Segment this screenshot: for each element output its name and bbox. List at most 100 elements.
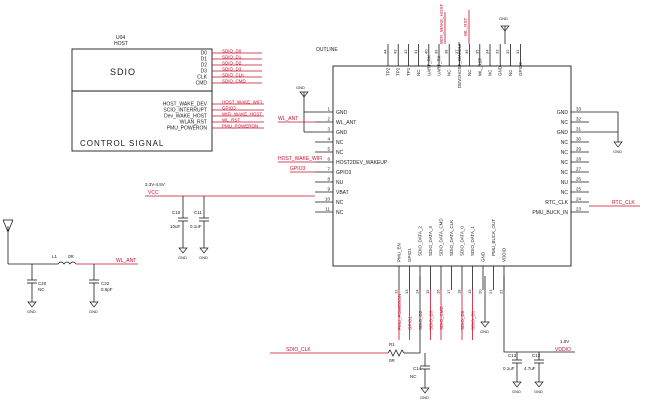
module-left-pin-name: VBAT — [336, 190, 349, 196]
module-bottom-pin-num: 20 — [478, 289, 483, 294]
vcc-range-label: 3.3V-4.5V — [145, 182, 165, 187]
wl-ant-net-label: WL_ANT — [278, 116, 298, 122]
svg-text:C13: C13 — [508, 353, 517, 358]
host-wake-net-label: HOST_WAKE_WIFI — [278, 156, 323, 162]
host-ctrl-net: HOST_WAKE_WIFI — [222, 100, 262, 105]
module-top-pin-name: UART_RX — [426, 55, 431, 76]
module-bottom-pin-num: 19 — [467, 289, 472, 294]
antenna-symbol — [2, 219, 14, 264]
capacitor-c22: C22 0.5pF — [89, 264, 113, 302]
gnd-symbol-pin20: GND — [480, 321, 490, 334]
module-right-pin-name: GND — [557, 110, 569, 116]
module-left-pin-num: 6 — [327, 157, 330, 162]
svg-text:0.1uF: 0.1uF — [503, 366, 515, 371]
gnd-symbol-c10: GND — [178, 247, 188, 260]
bottom-net-label: SDIO_D1 — [471, 310, 476, 330]
bottom-net-label: SDIO_CMD — [439, 305, 444, 330]
bottom-net-label: SDIO_D0 — [460, 310, 465, 330]
gnd-symbol-c14: GND — [420, 387, 430, 400]
module-left-pin-name: NU — [336, 180, 344, 186]
svg-text:GND: GND — [499, 16, 508, 21]
module-left-pin-num: 9 — [327, 187, 330, 192]
control-box — [71, 90, 213, 152]
module-left-pin-num: 10 — [325, 197, 331, 202]
module-right-pin-num: 28 — [576, 157, 582, 162]
inductor-l1: L1 0R — [52, 254, 77, 265]
host-ctrl-net: WL_RST — [222, 118, 241, 123]
host-ctrl-net: WIFI_WAKE_HOST — [222, 112, 262, 117]
control-title: CONTROL SIGNAL — [80, 139, 164, 148]
bottom-net-label: GPIO1 — [408, 316, 413, 330]
module-top-pin-num: 41 — [413, 49, 418, 54]
host-sdio-net: SDIO_CLK — [222, 73, 244, 78]
svg-text:0R: 0R — [389, 358, 396, 363]
gnd-right-wire — [589, 111, 619, 142]
svg-text:C20: C20 — [38, 281, 47, 286]
module-left-pin-name: GND — [336, 130, 348, 136]
module-left-pin-num: 7 — [327, 167, 330, 172]
bottom-net-label: SDIO_D2 — [418, 310, 423, 330]
resistor-r1: R1 0R — [387, 342, 420, 363]
wifi-module: OUTLINE 1GND2WL_ANT3GND4NC5NC6HOST2DEV_W… — [315, 42, 589, 294]
module-top-pin-name: NC — [467, 69, 472, 76]
svg-text:0.1uF: 0.1uF — [190, 224, 202, 229]
gpio3-net-label: GPIO3 — [290, 166, 306, 172]
host-ctrl-pin: HOST_WAKE_DEV — [163, 102, 208, 108]
module-right-pin-name: NC — [561, 190, 569, 196]
module-right-pin-num: 30 — [576, 137, 582, 142]
gnd-symbol-top-right: GND — [499, 16, 510, 32]
gnd-symbol-right: GND — [613, 141, 623, 154]
host-sdio-net: SDIO_D3 — [222, 67, 242, 72]
gnd-symbol-c11: GND — [199, 247, 209, 260]
module-right-pin-num: 27 — [576, 167, 582, 172]
module-left-pin-num: 5 — [327, 147, 330, 152]
module-top-pin-name: WL_RST — [477, 57, 482, 76]
svg-text:GND: GND — [89, 309, 98, 314]
svg-text:C22: C22 — [101, 281, 110, 286]
capacitor-c10: C10 10uF — [170, 196, 188, 248]
svg-text:C11: C11 — [194, 210, 202, 215]
module-right-pin-num: 24 — [576, 197, 582, 202]
sdio-title: SDIO — [110, 67, 136, 77]
module-bottom-pin-num: 13 — [404, 289, 409, 294]
host-ctrl-pin: PMU_POWERON — [167, 126, 208, 132]
module-top-pin-name: GND — [498, 65, 503, 76]
module-bottom-pin-name: SDIO_DATA_CLK — [449, 220, 454, 256]
svg-text:C12: C12 — [532, 353, 541, 358]
host-sdio-net: SDIO_D1 — [222, 55, 242, 60]
host-ctrl-net: PMU_POWERON — [222, 124, 258, 129]
vcc-label: VCC — [148, 190, 159, 196]
module-bottom-pin-num: 22 — [499, 289, 504, 294]
module-bottom-pin-name: SDIO_DATA_0 — [460, 226, 465, 256]
module-bottom-pin-name: PMU_EN — [397, 243, 402, 262]
host-sdio-pin: D0 — [201, 51, 208, 57]
svg-text:C14: C14 — [413, 366, 422, 371]
module-left-pin-num: 2 — [327, 117, 330, 122]
module-left-pin-name: NC — [336, 210, 344, 216]
module-top-pin-num: 33 — [495, 49, 500, 54]
svg-text:R1: R1 — [389, 342, 395, 347]
module-left-pin-name: WL_ANT — [336, 120, 356, 126]
module-top-pin-name: UART_TX — [437, 56, 442, 76]
module-left-pin-name: NC — [336, 140, 344, 146]
module-top-pin-name: TP2 — [396, 67, 401, 76]
bottom-net-label: SDIO_D3 — [429, 310, 434, 330]
module-top-pin-name: GPIO2 — [518, 62, 523, 76]
module-right-pin-name: GND — [557, 130, 569, 136]
module-left-pin-num: 3 — [327, 127, 330, 132]
svg-text:GND: GND — [178, 255, 187, 260]
module-right-pin-name: RTC_CLK — [545, 200, 568, 206]
module-top-pin-num: 32 — [505, 49, 510, 54]
svg-text:0R: 0R — [68, 254, 75, 259]
outline-label: OUTLINE — [316, 47, 338, 53]
module-bottom-pin-num: 21 — [488, 289, 493, 294]
host-name: HOST — [114, 41, 128, 47]
v18-label: 1.8V — [560, 339, 569, 344]
module-top-pin-num: 38 — [444, 49, 449, 54]
host-sdio-pin: D3 — [201, 69, 208, 75]
module-right-pin-num: 32 — [576, 117, 582, 122]
module-top-pin-num: 37 — [454, 49, 459, 54]
module-right-pin-name: NC — [561, 120, 569, 126]
module-right-pin-name: NU — [561, 180, 569, 186]
